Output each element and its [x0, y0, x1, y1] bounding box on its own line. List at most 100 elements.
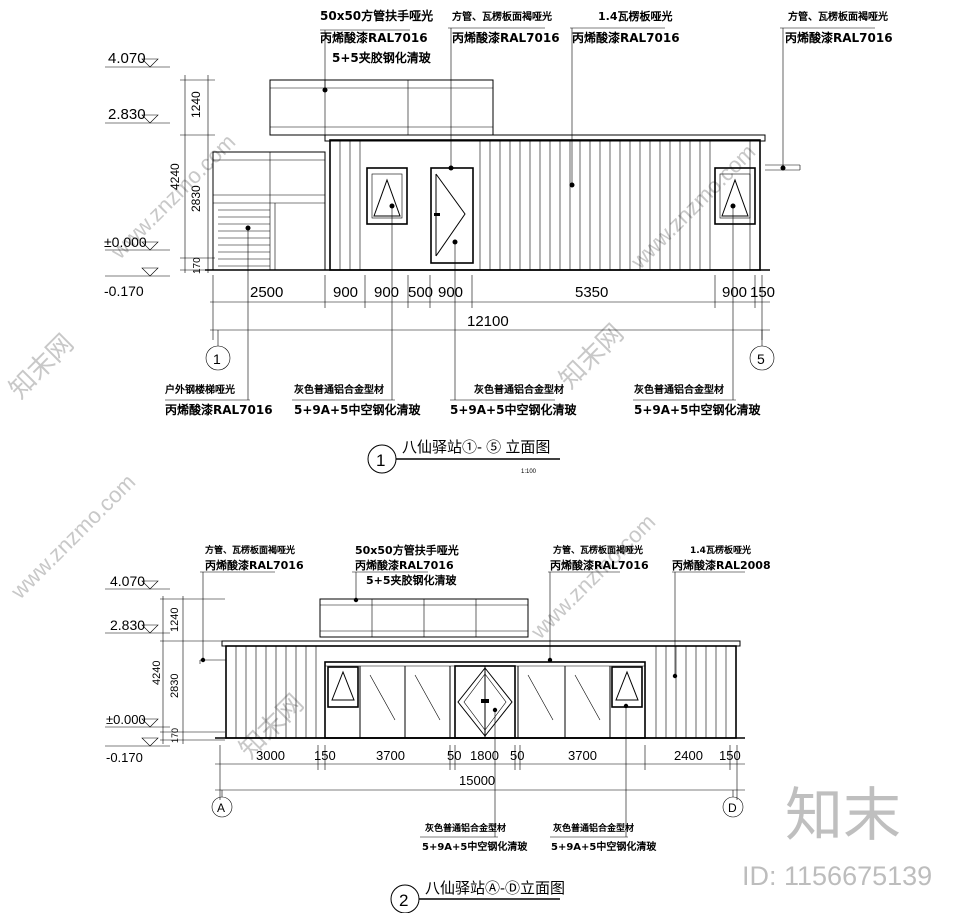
hdim-2-i: 150: [719, 748, 741, 763]
level-2-d: -0.170: [106, 750, 143, 765]
corrugation-1: [339, 141, 751, 270]
note-2-a-l1: 方管、瓦楞板面褐哑光: [205, 544, 295, 556]
window-right-1: [714, 167, 756, 225]
bnote-1-c-l1: 灰色普通铝合金型材: [474, 383, 564, 396]
bnote-1-b-l2: 5+9A+5中空钢化清玻: [294, 402, 421, 417]
level-2-c: ±0.000: [106, 712, 146, 727]
vdim-2-c: 4240: [151, 661, 163, 685]
axis-1-left-label: 1: [213, 351, 221, 367]
vdim-2-d: 170: [170, 728, 180, 743]
note-1-a-l2: 丙烯酸漆RAL7016: [320, 30, 428, 45]
note-1-b-l1: 方管、瓦楞板面褐哑光: [452, 10, 552, 23]
door-handle-2-icon: [481, 699, 489, 703]
title-1-num: 1: [376, 451, 385, 470]
level-2-a: 4.070: [110, 573, 145, 589]
hdim-1-e: 900: [438, 284, 463, 301]
vdim-1-b: 2830: [189, 185, 203, 212]
note-1-a-l1: 50x50方管扶手哑光: [320, 8, 433, 23]
level-1-c: ±0.000: [104, 234, 147, 250]
hdim-2-total: 15000: [459, 773, 495, 788]
brand-watermark: 知末 ID: 1156675139: [742, 783, 932, 891]
building-2: [199, 598, 745, 739]
level-marks-2: 4.070 2.830 ±0.000 -0.170: [105, 573, 170, 765]
title-1: 1 八仙驿站①- ⑤ 立面图 1:100: [367, 439, 560, 475]
bnote-1-d-l2: 5+9A+5中空钢化清玻: [634, 402, 761, 417]
hdim-1-f: 5350: [575, 284, 608, 301]
level-2-b: 2.830: [110, 617, 145, 633]
hdim-2-f: 50: [510, 748, 524, 763]
hdim-1-d: 500: [408, 284, 433, 301]
note-1-a-l3: 5+5夹胶钢化清玻: [332, 50, 432, 65]
level-1-a: 4.070: [108, 50, 146, 67]
bnote-2-b-l1: 灰色普通铝合金型材: [553, 822, 634, 834]
hdim-1-g: 900: [722, 284, 747, 301]
level-1-b: 2.830: [108, 106, 146, 123]
watermark-site-2: www.znzmo.com: [625, 139, 760, 274]
note-2-b-l1: 50x50方管扶手哑光: [355, 543, 459, 557]
bottom-notes-1: 户外钢楼梯哑光 丙烯酸漆RAL7016 灰色普通铝合金型材 5+9A+5中空钢化…: [164, 203, 761, 417]
bnote-2-a-l1: 灰色普通铝合金型材: [425, 822, 506, 834]
hdim-2-b: 150: [314, 748, 336, 763]
bottom-notes-2: 灰色普通铝合金型材 5+9A+5中空钢化清玻 灰色普通铝合金型材 5+9A+5中…: [420, 703, 657, 853]
door-handle-icon: [434, 213, 440, 216]
axis-2-right-label: D: [728, 801, 737, 815]
title-1-scale: 1:100: [521, 469, 537, 475]
hdim-2-e: 1800: [470, 748, 499, 763]
bnote-2-b-l2: 5+9A+5中空钢化清玻: [551, 840, 657, 853]
bnote-1-c-l2: 5+9A+5中空钢化清玻: [450, 402, 577, 417]
watermark-brand-2: 知末网: [553, 318, 629, 394]
hdim-1-a: 2500: [250, 284, 283, 301]
title-2-text: 八仙驿站Ⓐ-Ⓓ立面图: [425, 880, 565, 897]
stair-treads-1: [218, 209, 270, 267]
watermark-site-4: www.znzmo.com: [525, 509, 660, 644]
top-notes-2: 方管、瓦楞板面褐哑光 丙烯酸漆RAL7016 50x50方管扶手哑光 丙烯酸漆R…: [200, 543, 771, 679]
note-1-d-l1: 方管、瓦楞板面褐哑光: [788, 10, 888, 23]
hdim-2-a: 3000: [256, 748, 285, 763]
building-1: [205, 79, 801, 271]
hdim-2-g: 3700: [568, 748, 597, 763]
bnote-1-b-l1: 灰色普通铝合金型材: [294, 383, 384, 396]
axis-2-left: [211, 796, 233, 818]
note-1-b-l2: 丙烯酸漆RAL7016: [452, 30, 560, 45]
top-notes-1: 50x50方管扶手哑光 丙烯酸漆RAL7016 5+5夹胶钢化清玻 方管、瓦楞板…: [320, 8, 893, 188]
elevation-1: 4.070 2.830 ±0.000 -0.170 1240 2830 4240…: [104, 8, 893, 475]
note-2-c-l2: 丙烯酸漆RAL7016: [550, 558, 649, 572]
note-2-c-l1: 方管、瓦楞板面褐哑光: [553, 544, 643, 556]
vdim-1-a: 1240: [189, 91, 203, 118]
hdim-1-h: 150: [750, 284, 775, 301]
axis-bubbles-2: A D: [211, 790, 744, 818]
axis-bubbles-1: 1 5: [205, 330, 775, 371]
axis-1-right: [749, 345, 775, 371]
vdim-2-a: 1240: [169, 608, 181, 632]
vdim-1-c: 4240: [168, 163, 182, 190]
vdim-2-b: 2830: [169, 674, 181, 698]
note-2-a-l2: 丙烯酸漆RAL7016: [205, 558, 304, 572]
hdim-1-total: 12100: [467, 313, 509, 330]
note-2-b-l2: 丙烯酸漆RAL7016: [355, 558, 454, 572]
vdim-1-d: 170: [192, 257, 203, 274]
axis-2-left-label: A: [217, 801, 225, 815]
watermark-brand-1: 知末网: [3, 328, 79, 404]
note-1-c-l2: 丙烯酸漆RAL7016: [572, 30, 680, 45]
elevation-2: 4.070 2.830 ±0.000 -0.170 1240 2830 4240…: [105, 543, 771, 913]
corrugation-2: [235, 646, 727, 738]
watermark-logo: 知末: [785, 783, 901, 848]
axis-2-right: [722, 796, 744, 818]
bnote-1-a-l2: 丙烯酸漆RAL7016: [165, 402, 273, 417]
title-2: 2 八仙驿站Ⓐ-Ⓓ立面图: [390, 880, 565, 913]
hdim-2-h: 2400: [674, 748, 703, 763]
watermark-id: ID: 1156675139: [742, 861, 932, 891]
note-2-d-l2: 丙烯酸漆RAL2008: [672, 558, 771, 572]
horizontal-dims-2: 3000 150 3700 50 1800 50 3700 2400 150 1…: [215, 745, 745, 800]
level-marks-1: 4.070 2.830 ±0.000 -0.170: [104, 50, 170, 299]
level-1-d: -0.170: [104, 283, 144, 299]
hdim-1-b: 900: [333, 284, 358, 301]
window-left-2: [327, 666, 359, 708]
note-1-d-l2: 丙烯酸漆RAL7016: [785, 30, 893, 45]
vertical-dims-1: 1240 2830 4240 170: [168, 75, 215, 274]
bnote-1-d-l1: 灰色普通铝合金型材: [634, 383, 724, 396]
axis-1-right-label: 5: [757, 351, 765, 367]
note-2-b-l3: 5+5夹胶钢化清玻: [366, 573, 458, 587]
